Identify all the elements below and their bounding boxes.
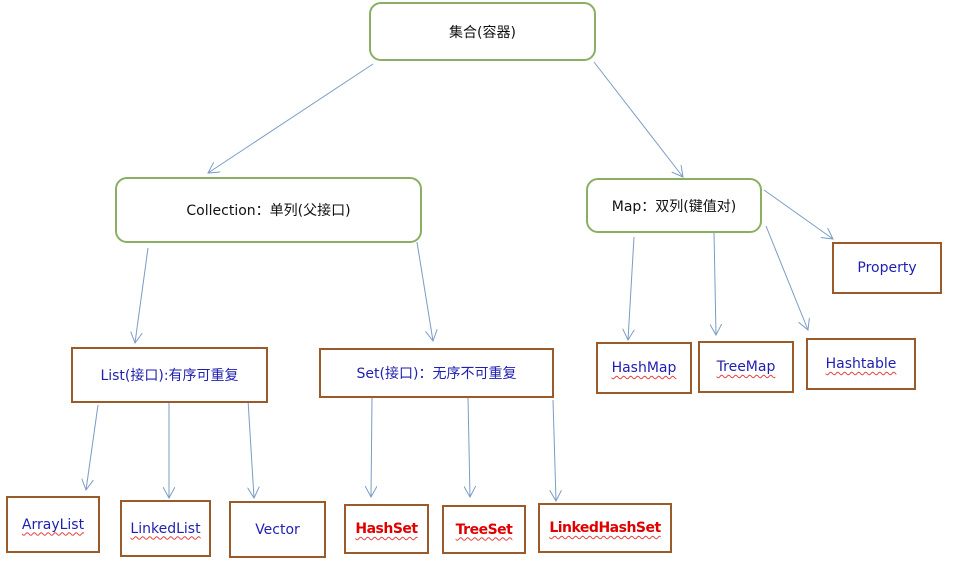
arrow-set-hashset (371, 397, 372, 497)
node-label: LinkedList (130, 520, 201, 537)
node-linkedhashset: LinkedHashSet (538, 503, 672, 553)
node-label: Property (857, 260, 917, 276)
node-map: Map：双列(键值对) (586, 178, 762, 233)
node-hashset: HashSet (344, 504, 429, 554)
arrow-root-collection (208, 63, 374, 173)
arrow-map-hashtable (765, 225, 808, 330)
arrow-map-treemap (714, 231, 716, 335)
node-label: Set(接口)：无序不可重复 (356, 366, 517, 382)
node-label: Vector (255, 521, 300, 538)
node-label: Hashtable (825, 356, 897, 372)
node-label: Collection：单列(父接口) (186, 203, 351, 219)
arrow-map-hashmap (628, 236, 634, 340)
node-hashtable: Hashtable (806, 338, 916, 390)
node-root: 集合(容器) (369, 2, 596, 61)
node-label: TreeSet (455, 521, 513, 538)
node-arraylist: ArrayList (6, 496, 100, 553)
node-property: Property (832, 242, 942, 294)
arrow-list-vector (248, 399, 254, 498)
node-vector: Vector (229, 501, 326, 558)
arrow-set-linkedhashset (553, 399, 556, 501)
node-label: ArrayList (21, 516, 85, 533)
node-label: TreeMap (716, 359, 776, 375)
node-label: List(接口):有序可重复 (100, 368, 239, 384)
node-hashmap: HashMap (596, 342, 692, 394)
node-label: HashMap (611, 360, 677, 376)
node-linkedlist: LinkedList (120, 500, 211, 557)
node-treemap: TreeMap (698, 341, 794, 393)
arrow-collection-list (135, 247, 149, 343)
node-set: Set(接口)：无序不可重复 (319, 348, 554, 398)
arrow-map-property (763, 189, 833, 239)
arrow-list-arraylist (86, 404, 99, 490)
node-list: List(接口):有序可重复 (71, 347, 268, 403)
arrow-set-treeset (468, 396, 470, 497)
node-collection: Collection：单列(父接口) (115, 177, 422, 243)
node-treeset: TreeSet (442, 505, 526, 554)
arrow-collection-set (416, 241, 433, 341)
node-label: 集合(容器) (449, 24, 516, 41)
node-label: HashSet (355, 521, 418, 537)
node-label: LinkedHashSet (549, 520, 661, 536)
arrow-root-map (593, 61, 683, 177)
node-label: Map：双列(键值对) (611, 198, 737, 215)
